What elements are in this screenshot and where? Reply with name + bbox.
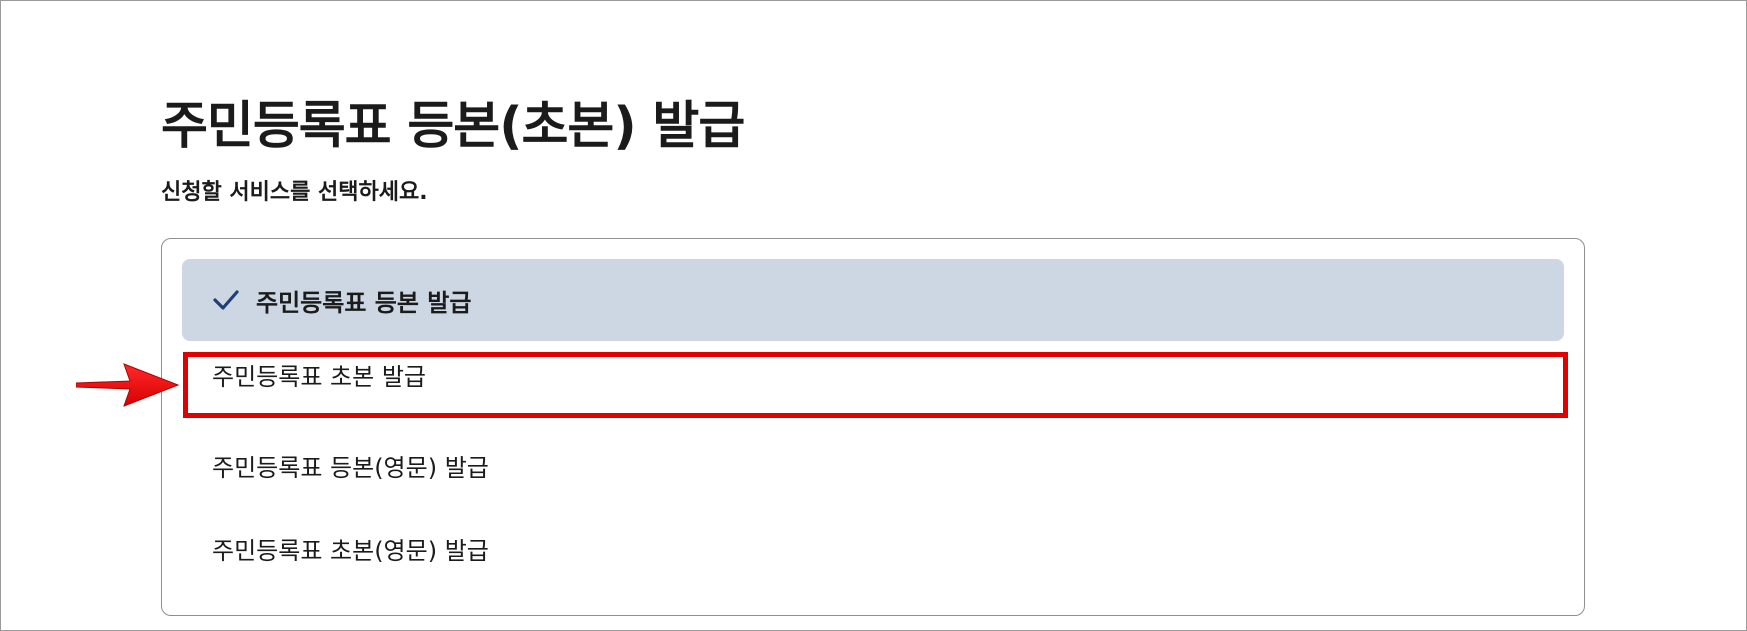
option-resident-register-copy[interactable]: 주민등록표 등본 발급 [182,259,1564,341]
option-label: 주민등록표 초본(영문) 발급 [212,536,489,565]
option-resident-register-abstract[interactable]: 주민등록표 초본 발급 [182,342,1564,406]
check-icon [213,290,239,310]
service-instruction: 신청할 서비스를 선택하세요. [161,180,428,205]
service-option-list: 주민등록표 등본 발급 주민등록표 초본 발급 주민등록표 등본(영문) 발급 … [161,238,1585,616]
option-resident-register-copy-english[interactable]: 주민등록표 등본(영문) 발급 [182,424,1564,506]
arrow-pointer [76,363,180,407]
option-resident-register-abstract-english[interactable]: 주민등록표 초본(영문) 발급 [182,507,1564,589]
option-label: 주민등록표 초본 발급 [212,362,426,391]
page-title: 주민등록표 등본(초본) 발급 [161,97,745,157]
option-label: 주민등록표 등본 발급 [256,288,472,317]
option-label: 주민등록표 등본(영문) 발급 [212,453,489,482]
